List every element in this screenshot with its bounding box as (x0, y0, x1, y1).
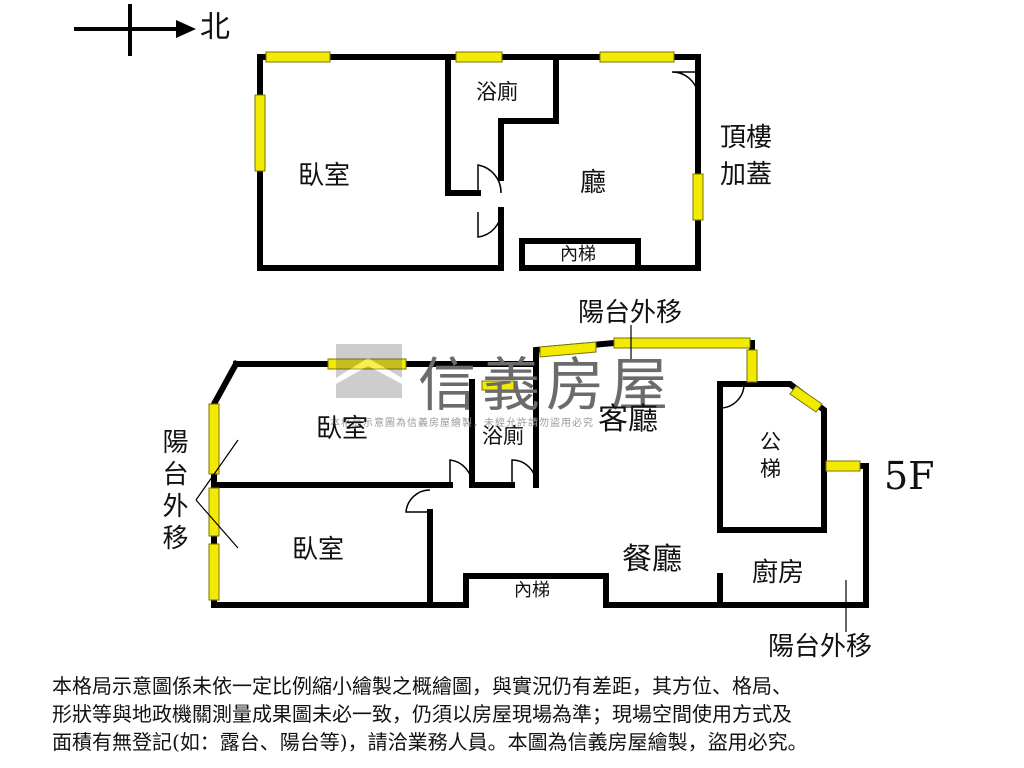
lower-bath-label: 浴廁 (482, 424, 524, 448)
upper-door-swings (477, 71, 699, 238)
upper-stairs-label: 內梯 (560, 244, 596, 265)
watermark-subtext: 本格局示意圖為信義房屋繪製，未經允許請勿盜用必究 (330, 418, 594, 429)
compass-north-label: 北 (200, 10, 230, 45)
balcony-bottom-annotation: 陽台外移 (768, 632, 873, 662)
balcony-left-annotation: 陽台外移 (158, 428, 188, 556)
upper-bedroom-label: 臥室 (298, 161, 351, 191)
upper-hall-label: 廳 (580, 168, 607, 198)
north-arrow-icon (74, 4, 196, 56)
dining-room-label: 餐廳 (622, 542, 682, 577)
rooftop-label-line1: 頂樓 (720, 123, 773, 153)
kitchen-label: 廚房 (752, 558, 805, 588)
living-room-label: 客廳 (598, 402, 658, 437)
watermark-logo-icon (336, 344, 402, 398)
watermark-brand: 信義房屋 (418, 351, 675, 419)
disclaimer-text: 本格局示意圖係未依一定比例縮小繪製之概繪圖，與實況仍有差距，其方位、格局、 形狀… (52, 672, 982, 756)
disclaimer-line-3: 面積有無登記(如：露台、陽台等)，請洽業務人員。本圖為信義房屋繪製，盜用必究。 (52, 730, 808, 754)
lower-stairs-label: 內梯 (514, 580, 550, 601)
lower-door-swings (405, 383, 745, 513)
disclaimer-line-2: 形狀等與地政機關測量成果圖未必一致，仍須以房屋現場為準；現場空間使用方式及 (52, 702, 792, 726)
upper-bath-label: 浴廁 (476, 80, 518, 104)
floor-number-label: 5F (884, 454, 935, 498)
balcony-top-annotation: 陽台外移 (578, 298, 683, 328)
annotation-leader-lines (195, 325, 847, 632)
upper-windows (254, 51, 704, 221)
lower-windows (208, 337, 861, 601)
public-stair-label-line1: 公 (760, 430, 781, 454)
bedroom-upper-label: 臥室 (316, 414, 369, 444)
public-stair-label-line2: 梯 (760, 457, 781, 481)
rooftop-label-line2: 加蓋 (720, 160, 773, 190)
disclaimer-line-1: 本格局示意圖係未依一定比例縮小繪製之概繪圖，與實況仍有差距，其方位、格局、 (52, 674, 792, 698)
bedroom-lower-label: 臥室 (292, 535, 345, 565)
